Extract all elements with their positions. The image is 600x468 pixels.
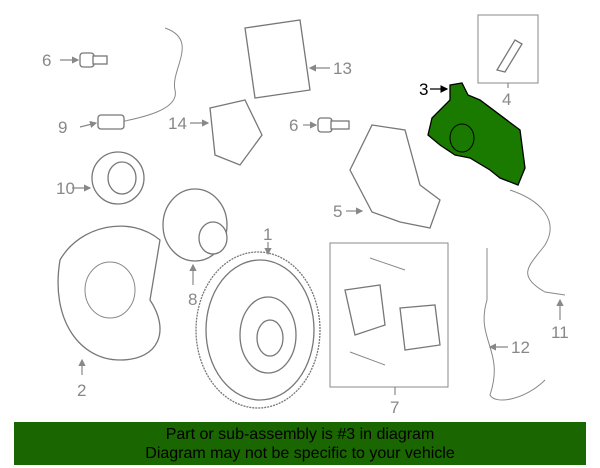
svg-text:7: 7: [390, 398, 399, 417]
abs-sensor-part-12[interactable]: [483, 248, 546, 401]
callout-14: 14: [168, 114, 210, 133]
brake-pads-box-part-7[interactable]: [329, 242, 449, 388]
svg-text:6: 6: [289, 116, 298, 135]
callout-1: 1: [263, 225, 272, 256]
brake-caliper-part-3[interactable]: [427, 82, 526, 186]
brake-rotor-part-1[interactable]: [195, 251, 321, 409]
bolt-part-6a[interactable]: [79, 52, 108, 68]
callout-6a: 6: [42, 51, 80, 70]
svg-text:4: 4: [502, 90, 511, 109]
svg-text:3: 3: [419, 80, 428, 99]
bolt-part-6b[interactable]: [317, 117, 350, 133]
svg-text:10: 10: [56, 179, 75, 198]
callout-4: 4: [502, 83, 511, 109]
svg-text:2: 2: [77, 381, 86, 400]
svg-text:8: 8: [188, 290, 197, 309]
callout-13: 13: [308, 59, 352, 78]
actuator-part-14[interactable]: [209, 99, 263, 166]
svg-text:11: 11: [551, 323, 569, 342]
svg-text:5: 5: [333, 202, 342, 221]
callout-11: 11: [551, 298, 569, 342]
wear-sensor-part-10[interactable]: [97, 27, 183, 130]
svg-text:13: 13: [333, 59, 352, 78]
svg-text:9: 9: [58, 118, 67, 137]
svg-text:6: 6: [42, 51, 51, 70]
svg-text:12: 12: [511, 338, 530, 357]
svg-text:1: 1: [263, 225, 272, 244]
banner-line-1: Part or sub-assembly is #3 in diagram: [165, 426, 435, 443]
callout-3: 3: [419, 80, 449, 99]
brake-hose-part-11[interactable]: [509, 189, 566, 296]
callout-6b: 6: [289, 116, 318, 135]
wheel-bearing-part-9[interactable]: [91, 151, 145, 205]
callout-12: 12: [488, 338, 530, 357]
callout-7: 7: [390, 387, 399, 417]
dust-shield-part-2[interactable]: [57, 225, 161, 361]
diagram-notice-banner: Part or sub-assembly is #3 in diagram Di…: [14, 422, 586, 465]
wheel-hub-part-8[interactable]: [162, 188, 228, 262]
callout-9: 10: [56, 179, 92, 198]
banner-line-2: Diagram may not be specific to your vehi…: [145, 445, 455, 462]
callout-2: 2: [77, 358, 86, 400]
callout-10: 9: [58, 118, 98, 137]
control-module-part-13[interactable]: [244, 19, 311, 99]
callout-8: 8: [188, 263, 197, 309]
bleeder-kit-box-part-4[interactable]: [477, 14, 539, 84]
svg-text:14: 14: [168, 114, 187, 133]
caliper-bracket-part-5[interactable]: [349, 124, 441, 229]
callout-5: 5: [333, 202, 364, 221]
